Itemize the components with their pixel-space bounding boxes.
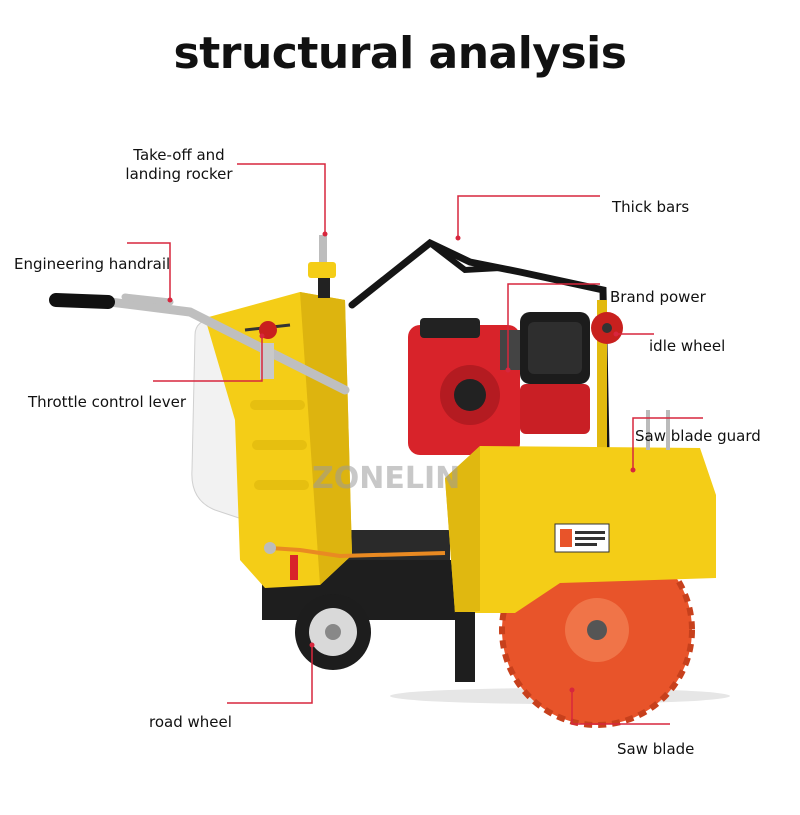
- label-idle-wheel: idle wheel: [649, 337, 726, 355]
- label-takeoff-rocker: Take-off and landing rocker: [118, 146, 240, 184]
- label-brand-power: Brand power: [610, 288, 706, 306]
- label-road-wheel: road wheel: [149, 713, 232, 731]
- label-engineering-handrail: Engineering handrail: [14, 255, 171, 273]
- label-thick-bars: Thick bars: [612, 198, 690, 216]
- label-saw-blade: Saw blade: [617, 740, 695, 758]
- idle-wheel: [591, 300, 623, 450]
- label-takeoff-line1: Take-off and: [133, 146, 225, 164]
- label-takeoff-line2: landing rocker: [125, 165, 233, 183]
- engineering-handrail: [49, 293, 350, 395]
- fuel-hose: [264, 542, 446, 580]
- watermark: ZONELIN: [312, 461, 460, 496]
- leader-dots: [167, 231, 636, 693]
- engine: [408, 312, 590, 455]
- label-saw-blade-guard: Saw blade guard: [635, 427, 761, 445]
- takeoff-rocker: [308, 235, 336, 298]
- page-title: structural analysis: [173, 28, 627, 79]
- front-leg: [455, 612, 475, 682]
- saw-blade-guard: [445, 410, 716, 613]
- road-wheel: [295, 594, 371, 670]
- leader-lines: [127, 163, 703, 725]
- control-column: [205, 292, 352, 588]
- label-throttle-control-lever: Throttle control lever: [28, 393, 187, 411]
